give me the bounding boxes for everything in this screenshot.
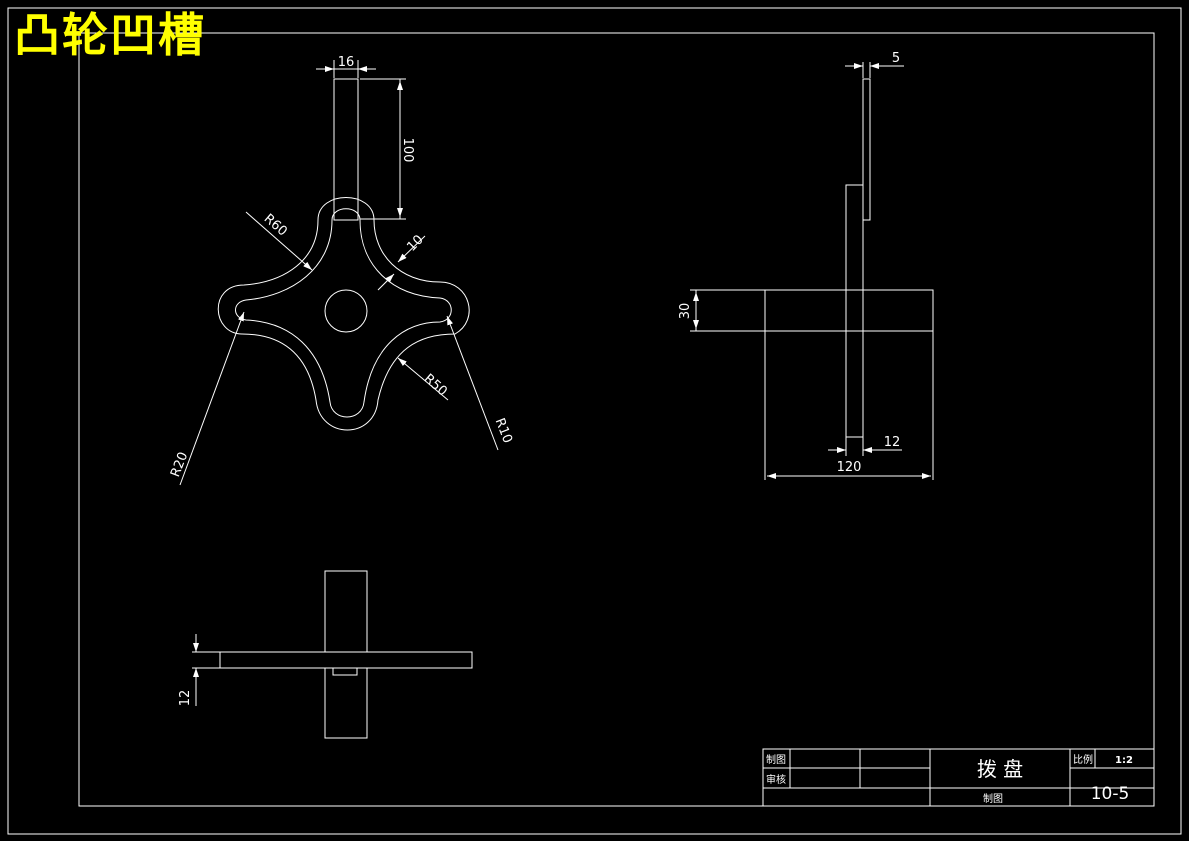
side-plate — [845, 184, 864, 438]
title-block — [762, 748, 1155, 807]
side-upper-strip — [862, 78, 871, 221]
dim-bottom-thickness: 12 — [178, 690, 193, 707]
plate-groove-contour — [235, 208, 452, 418]
dim-side-top-width: 5 — [892, 51, 900, 66]
dim-r60: R60 — [261, 211, 290, 239]
side-hub — [764, 289, 934, 332]
bottom-horizontal-bar — [219, 651, 473, 669]
overlay-title: 凸轮凹槽 — [14, 8, 206, 62]
title-scale-value: 1:2 — [1115, 755, 1133, 766]
bottom-center-notch — [332, 667, 358, 676]
title-checked-label: 审核 — [766, 773, 786, 786]
title-drawn-label-bottom: 制图 — [983, 792, 1003, 805]
bottom-view — [192, 570, 473, 739]
side-view — [690, 62, 934, 480]
dim-r10: R10 — [492, 416, 515, 445]
plate-outer-contour — [217, 197, 470, 431]
title-part-name: 拨 盘 — [977, 757, 1023, 781]
inner-frame — [78, 32, 1155, 807]
dim-top-height: 100 — [400, 138, 415, 163]
dim-side-height: 30 — [678, 303, 693, 320]
center-hole — [324, 289, 368, 333]
dim-side-thickness: 12 — [884, 435, 901, 450]
top-rod — [333, 78, 359, 221]
dim-top-width: 16 — [338, 55, 355, 70]
dim-side-width: 120 — [837, 460, 862, 475]
title-drawn-label: 制图 — [766, 753, 786, 766]
outer-frame — [7, 7, 1182, 835]
dim-slot-width: 10 — [404, 232, 426, 254]
title-drawing-number: 10-5 — [1091, 784, 1130, 804]
front-view — [179, 60, 499, 486]
title-scale-label: 比例 — [1073, 753, 1093, 766]
dim-r50: R50 — [421, 371, 450, 399]
